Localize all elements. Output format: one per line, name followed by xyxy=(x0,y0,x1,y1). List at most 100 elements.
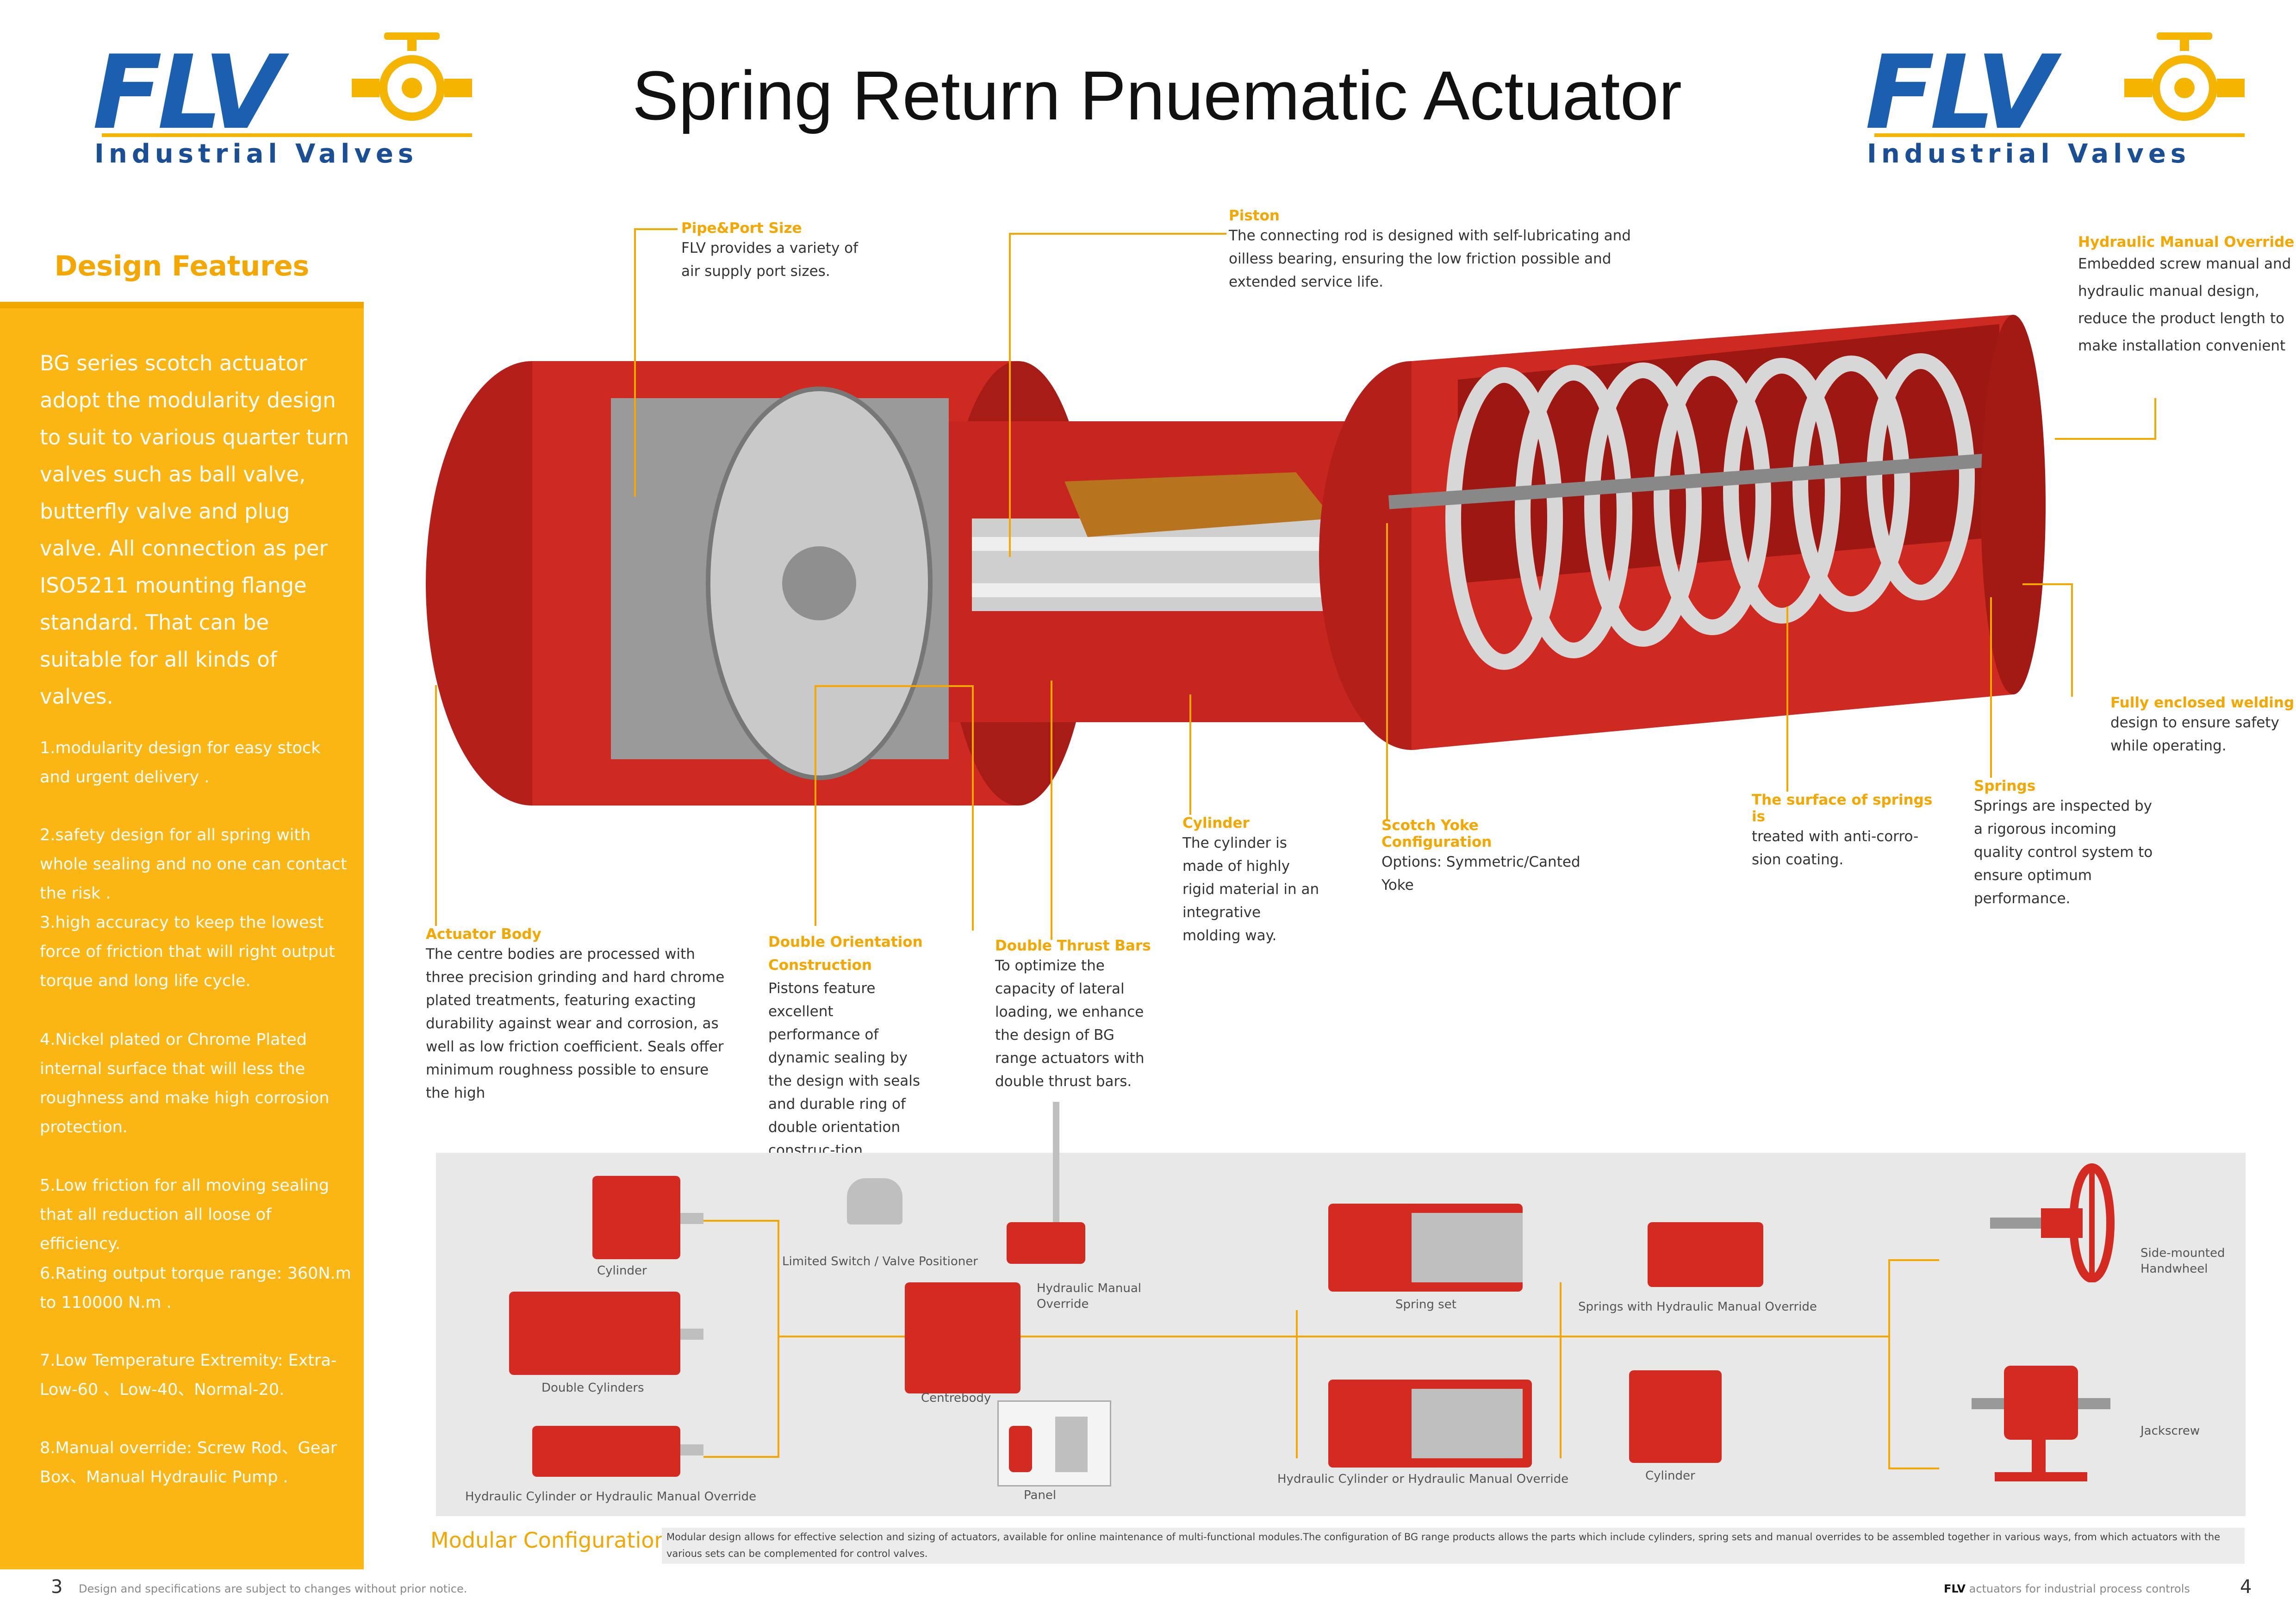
leader-line xyxy=(1009,233,1226,235)
leader-line xyxy=(435,685,437,926)
callout-text: Pistons feature excellent performance of… xyxy=(768,980,921,1159)
jackscrew-icon xyxy=(1972,1366,2110,1481)
footer-brand-line: FLV actuators for industrial process con… xyxy=(1944,1582,2190,1595)
valve-icon xyxy=(352,32,472,121)
leader-line xyxy=(1386,523,1388,819)
leader-line xyxy=(2022,583,2073,585)
logo-wordmark: FLV xyxy=(93,33,282,152)
sidebar-strip xyxy=(0,302,364,308)
callout-title: Fully enclosed welding xyxy=(2110,694,2295,711)
module-label-handwheel: Side-mounted Handwheel xyxy=(2140,1246,2225,1276)
logo-tagline: Industrial Valves xyxy=(94,139,418,169)
feature-item: 1.modularity design for easy stock and u… xyxy=(40,739,321,787)
callout-double-thrust-bars: Double Thrust Bars To optimize the capac… xyxy=(995,937,1152,1093)
module-label-springs-hydraulic: Springs with Hydraulic Manual Override xyxy=(1578,1300,1817,1314)
page-number-right: 4 xyxy=(2240,1576,2252,1598)
module-label-cylinder: Cylinder xyxy=(597,1264,647,1278)
sidebar-intro: BG series scotch actuator adopt the modu… xyxy=(40,351,349,709)
feature-item: 7.Low Temperature Extremity: Extra-Low-6… xyxy=(40,1351,337,1399)
callout-spring-surface: The surface of springs is treated with a… xyxy=(1752,792,1937,871)
logo-wordmark: FLV xyxy=(1865,33,2055,152)
leader-line xyxy=(1786,606,1788,792)
module-panel-thumb xyxy=(1009,1426,1032,1472)
callout-text: The cylinder is made of highly rigid mat… xyxy=(1182,835,1319,944)
footer-disclaimer: Design and specifications are subject to… xyxy=(79,1582,467,1595)
callout-text: Embedded screw manual and hydraulic manu… xyxy=(2078,256,2291,354)
module-double-cylinders-thumb-shaft xyxy=(680,1329,703,1340)
callout-title: The surface of springs is xyxy=(1752,792,1933,825)
module-connector xyxy=(1888,1259,1890,1468)
callout-text: FLV provides a variety of air supply por… xyxy=(681,240,859,280)
logo-right: FLV Industrial Valves xyxy=(1865,19,2249,169)
callout-text: Options: Symmetric/Canted Yoke xyxy=(1381,854,1580,893)
module-springs-hydraulic-thumb xyxy=(1648,1222,1763,1287)
module-connector xyxy=(778,1220,779,1456)
module-connector xyxy=(1888,1259,1939,1261)
callout-scotch-yoke: Scotch Yoke Configuration Options: Symme… xyxy=(1381,817,1590,897)
module-label-hydraulic-override: Hydraulic Manual Override xyxy=(1037,1281,1142,1311)
feature-item: 6.Rating output torque range: 360N.m to … xyxy=(40,1264,351,1312)
module-centrebody-thumb xyxy=(905,1282,1020,1393)
module-label-hydraulic-left: Hydraulic Cylinder or Hydraulic Manual O… xyxy=(465,1490,757,1504)
module-label-spring-set: Spring set xyxy=(1395,1298,1456,1312)
actuator-cutaway-illustration xyxy=(426,315,2046,806)
callout-text: Springs are inspected by a rigorous inco… xyxy=(1974,798,2153,907)
feature-item: 4.Nickel plated or Chrome Plated interna… xyxy=(40,1031,330,1137)
callout-text: The centre bodies are processed with thr… xyxy=(426,946,725,1101)
callout-cylinder: Cylinder The cylinder is made of highly … xyxy=(1182,815,1321,947)
modular-configuration-text: Modular design allows for effective sele… xyxy=(666,1531,2221,1559)
feature-item: 5.Low friction for all moving sealing th… xyxy=(40,1176,330,1253)
leader-line xyxy=(972,685,974,931)
callout-hydraulic-manual-override: Hydraulic Manual Override Embedded screw… xyxy=(2078,234,2296,360)
leader-line xyxy=(1990,597,1992,778)
callout-title: Hydraulic Manual Override xyxy=(2078,234,2295,250)
module-connector xyxy=(1296,1310,1298,1458)
module-label-panel: Panel xyxy=(1024,1488,1057,1502)
module-hydraulic-override-rod xyxy=(1053,1102,1059,1222)
callout-pipe-port-size: Pipe&Port Size FLV provides a variety of… xyxy=(681,220,876,283)
valve-icon xyxy=(2124,32,2245,121)
leader-line xyxy=(1009,233,1011,557)
design-features-heading: Design Features xyxy=(54,250,310,282)
module-limit-switch-thumb xyxy=(847,1178,902,1224)
modular-configuration-heading: Modular Configuration xyxy=(430,1528,668,1553)
module-label-hydraulic-right: Hydraulic Cylinder or Hydraulic Manual O… xyxy=(1277,1472,1569,1486)
callout-text: design to ensure safety while operating. xyxy=(2110,714,2279,754)
callout-title: Double Orientation Construction xyxy=(768,934,923,974)
leader-line xyxy=(2154,398,2156,440)
page-number-left: 3 xyxy=(51,1576,63,1598)
module-cylinder-right-thumb xyxy=(1629,1370,1722,1463)
feature-item: 3.high accuracy to keep the lowest force… xyxy=(40,913,335,990)
feature-item: 2.safety design for all spring with whol… xyxy=(40,826,347,903)
module-spring-set-thumb-coil xyxy=(1412,1213,1523,1282)
module-hydraulic-right-thumb-coil xyxy=(1412,1389,1523,1458)
module-hydraulic-left-thumb-shaft xyxy=(680,1444,703,1455)
leader-line xyxy=(2071,583,2073,697)
callout-title: Double Thrust Bars xyxy=(995,937,1151,954)
module-label-cylinder-right: Cylinder xyxy=(1645,1469,1695,1483)
module-connector xyxy=(1560,1282,1562,1458)
callout-text: The connecting rod is designed with self… xyxy=(1229,227,1631,290)
callout-title: Scotch Yoke Configuration xyxy=(1381,817,1492,850)
logo-left: FLV Industrial Valves xyxy=(93,19,477,169)
module-label-limit-switch: Limited Switch / Valve Positioner xyxy=(782,1255,978,1268)
callout-title: Actuator Body xyxy=(426,926,541,943)
leader-line xyxy=(815,685,816,926)
footer-brand: FLV xyxy=(1944,1582,1966,1595)
callout-fully-enclosed-welding: Fully enclosed welding design to ensure … xyxy=(2110,694,2296,757)
modular-configuration-text-box xyxy=(662,1528,2245,1564)
callout-title: Springs xyxy=(1974,778,2036,794)
leader-line xyxy=(2055,438,2156,440)
callout-springs: Springs Springs are inspected by a rigor… xyxy=(1974,778,2159,910)
module-label-centrebody: Centrebody xyxy=(921,1391,991,1405)
leader-line xyxy=(815,685,974,687)
module-connector xyxy=(703,1456,779,1458)
module-hydraulic-override-thumb xyxy=(1007,1222,1085,1264)
callout-piston: Piston The connecting rod is designed wi… xyxy=(1229,207,1636,294)
callout-title: Piston xyxy=(1229,207,1280,224)
leader-line xyxy=(634,228,678,230)
logo-tagline: Industrial Valves xyxy=(1867,139,2191,169)
leader-line xyxy=(634,228,636,497)
leader-line xyxy=(1051,681,1052,940)
callout-title: Cylinder xyxy=(1182,815,1250,831)
